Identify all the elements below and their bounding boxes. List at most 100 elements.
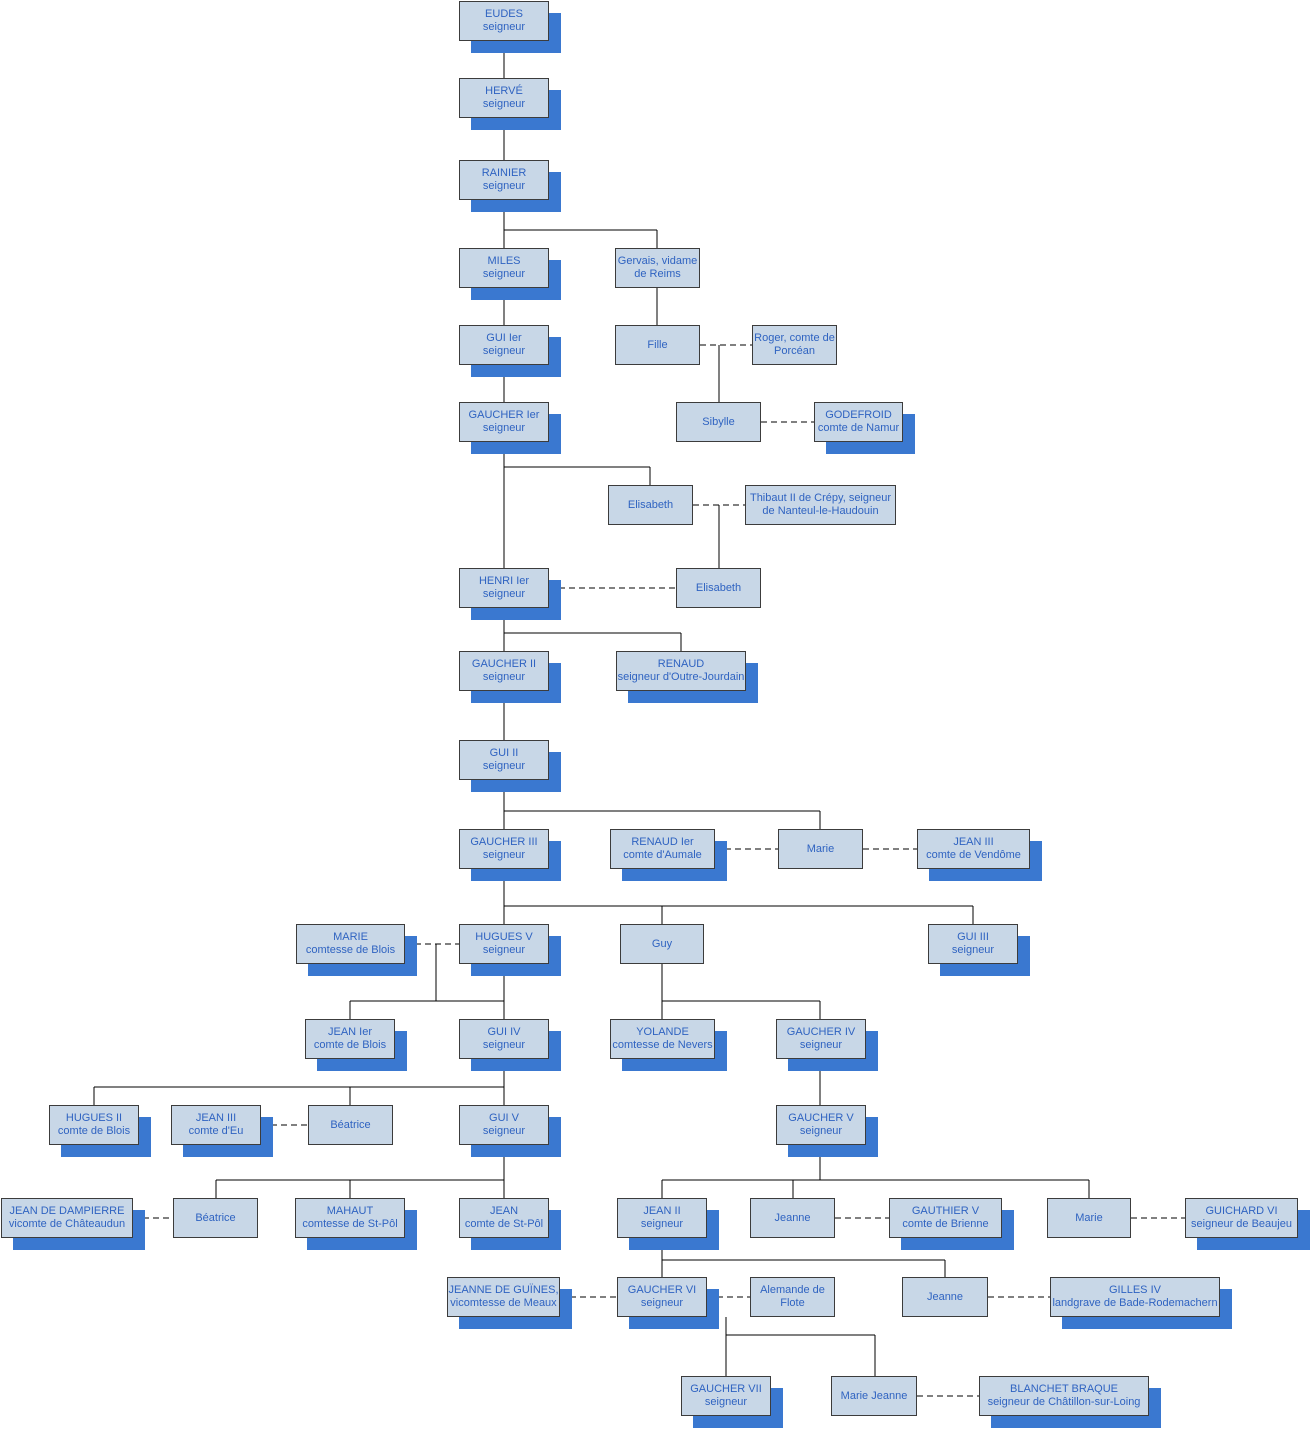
person-title: seigneur [482,944,526,956]
person-title: de Reims [634,268,681,280]
person-box-jeanne2: Jeanne [902,1277,988,1317]
person-name: Fille [647,338,668,351]
person-name: GAUCHER IV [786,1026,856,1038]
person-name: GAUCHER VII [690,1383,762,1395]
person-name: Elisabeth [695,581,742,594]
person-title: landgrave de Bade-Rodemachern [1052,1297,1218,1309]
person-title: comtesse de Nevers [612,1039,713,1051]
person-name: GUI II [489,747,519,759]
person-title: seigneur [704,1396,748,1408]
person-title: seigneur d'Outre-Jourdain [617,671,745,683]
person-box-body: Elisabeth [676,568,761,608]
person-box-marie1: Marie [778,829,863,869]
person-name: YOLANDE [636,1026,689,1038]
person-name: Jeanne [774,1211,811,1224]
person-box-body: JEANNE DE GUÏNES,vicomtesse de Meaux [447,1277,560,1317]
person-title: seigneur [640,1297,684,1309]
person-box-beatrice2: Béatrice [173,1198,258,1238]
person-name: GUI III [957,931,989,943]
person-name: Marie Jeanne [840,1389,908,1402]
person-title: comte de Blois [57,1125,131,1137]
person-title: comte d'Aumale [623,849,702,861]
person-title: seigneur [640,1218,684,1230]
person-box-elisabeth2: Elisabeth [676,568,761,608]
person-name: JEAN III [195,1112,237,1124]
person-box-body: Sibylle [676,402,761,442]
person-title: seigneur [482,268,526,280]
person-title: seigneur [482,671,526,683]
person-title: seigneur [951,944,995,956]
person-box-body: Jeanne [750,1198,835,1238]
person-name: JEANNE DE GUÏNES, [448,1284,559,1296]
person-name: Marie [1075,1211,1103,1224]
person-title: seigneur de Beaujeu [1191,1218,1292,1230]
person-box-mariejeanne: Marie Jeanne [831,1376,917,1416]
person-box-sibylle: Sibylle [676,402,761,442]
person-name: MAHAUT [326,1205,374,1217]
person-name: JEAN III [953,836,994,848]
person-title: seigneur [482,98,526,110]
person-title: seigneur [482,422,526,434]
person-title: seigneur [482,345,526,357]
person-title: seigneur de Châtillon-sur-Loing [987,1396,1141,1408]
person-box-guy: Guy [620,924,704,964]
person-title: seigneur [799,1125,843,1137]
person-name: EUDES [485,8,523,20]
person-name: GAUCHER II [471,658,537,670]
person-title: seigneur [482,1125,526,1137]
person-title: comte de Blois [313,1039,387,1051]
person-name: Gervais, vidame [617,255,698,267]
person-box-body: Elisabeth [608,485,693,525]
person-title: seigneur [482,180,526,192]
person-name: MARIE [333,931,368,943]
person-name: GODEFROID [825,409,892,421]
person-title: seigneur [482,849,526,861]
person-title: de Nanteul-le-Haudouin [762,505,879,517]
person-name: JEAN [489,1205,519,1217]
person-title: Flote [780,1297,805,1309]
person-box-body: Marie [1047,1198,1131,1238]
person-title: seigneur [799,1039,843,1051]
person-name: MILES [487,255,521,267]
person-name: JEAN DE DAMPIERRE [9,1205,125,1217]
person-title: comte de Namur [817,422,900,434]
